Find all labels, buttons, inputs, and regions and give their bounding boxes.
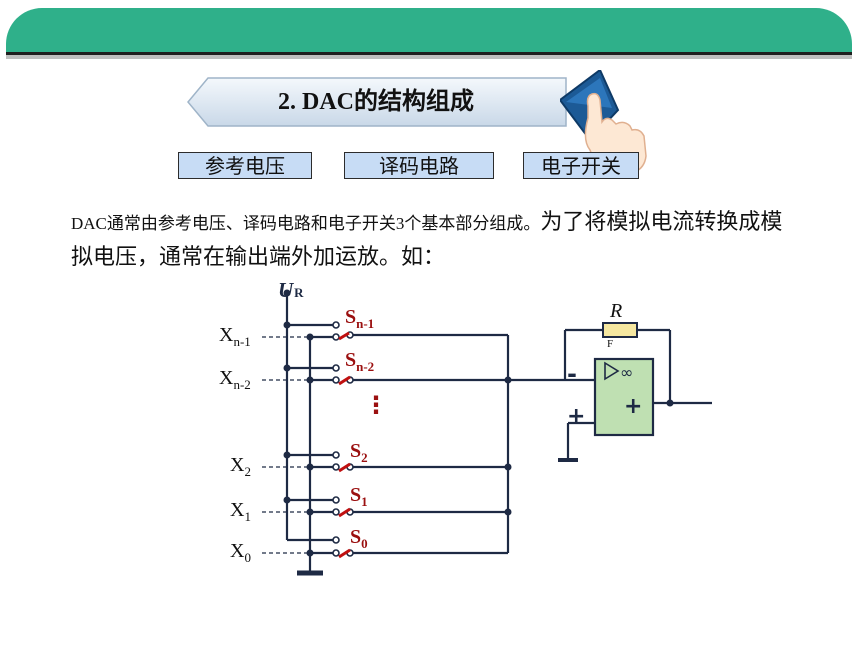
- switch-label-n-1: Sn-1: [345, 306, 374, 331]
- section-title-banner: 2. DAC的结构组成: [186, 76, 606, 128]
- switch-label-0: S0: [350, 526, 368, 551]
- input-label-1: X1: [230, 499, 251, 524]
- switch-blade-2: [338, 462, 351, 473]
- feedback-subscript: F: [607, 338, 613, 350]
- opamp-plus-out: +: [624, 394, 642, 419]
- switch-blade-n-2: [338, 375, 351, 386]
- switch-blade-1: [338, 507, 351, 518]
- switch-label-n-2: Sn-2: [345, 349, 374, 374]
- input-label-n-1: Xn-1: [219, 324, 251, 349]
- svg-text:UR: UR: [278, 278, 304, 302]
- description-lead: DAC通常由参考电压、译码电路和电子开关3个基本部分组成。: [71, 214, 541, 233]
- tag-decoding-circuit: 译码电路: [344, 152, 494, 179]
- input-label-0: X0: [230, 540, 251, 565]
- switch-blade-n-1: [338, 331, 350, 341]
- input-label-2: X2: [230, 454, 251, 479]
- header-bar: [6, 8, 852, 55]
- switch-label-1: S1: [350, 484, 368, 509]
- opamp-plus-in: +: [567, 404, 585, 429]
- opamp-triangle-icon: [604, 361, 620, 381]
- ref-subscript: R: [294, 285, 304, 300]
- switch-blade-0: [338, 548, 351, 559]
- input-label-n-2: Xn-2: [219, 367, 251, 392]
- tag-reference-voltage: 参考电压: [178, 152, 312, 179]
- description-rest: 为了将模拟电流转换成模拟电压，通常在输出端外加运放。如：: [71, 210, 783, 270]
- banner-shape: [187, 77, 567, 127]
- feedback-label: R: [609, 300, 622, 322]
- tag-electronic-switch: 电子开关: [523, 152, 639, 179]
- opamp-minus: -: [567, 360, 577, 388]
- description-text: DAC通常由参考电压、译码电路和电子开关3个基本部分组成。为了将模拟电流转换成模…: [71, 206, 791, 275]
- ref-label: U: [278, 278, 295, 302]
- dac-circuit-diagram: ∞ + - + R F UR Xn-1 Xn-2 X2 X1 X0 Sn-1 S…: [219, 278, 712, 576]
- feedback-resistor: [602, 322, 638, 338]
- opamp-infinity: ∞: [620, 363, 633, 382]
- section-title: 2. DAC的结构组成: [278, 89, 474, 115]
- switch-label-2: S2: [350, 440, 368, 465]
- switch-ellipsis: ⋮: [364, 391, 388, 419]
